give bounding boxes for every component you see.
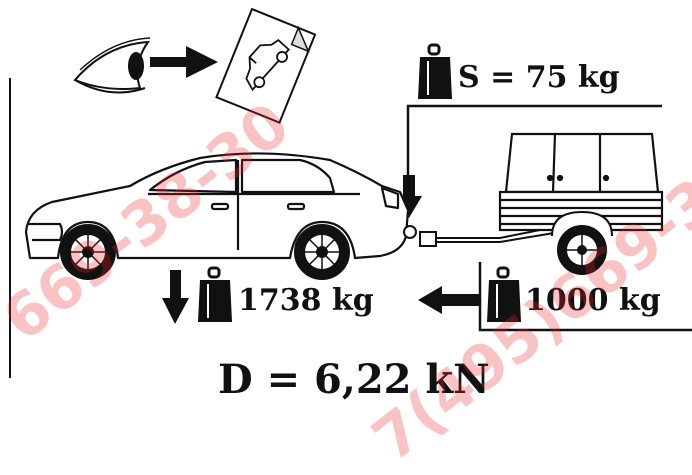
- eye-icon: [73, 37, 151, 94]
- support-load-label: S = 75 kg: [458, 60, 620, 95]
- towing-diagram: [9, 7, 692, 378]
- weight-icon: [487, 266, 521, 322]
- weight-icon: [418, 43, 452, 99]
- car-mass-label: 1738 kg: [238, 283, 374, 318]
- trailer-load-leader-line: [478, 262, 692, 332]
- arrow-left-icon: [418, 286, 480, 314]
- trailer-wheel: [551, 210, 613, 275]
- car-front-wheel: [60, 224, 116, 280]
- arrow-right-icon: [150, 46, 218, 78]
- car-illustration: [24, 152, 410, 260]
- document-car-icon: [215, 7, 317, 124]
- car-rear-wheel: [294, 224, 350, 280]
- support-load-leader-line: [406, 104, 662, 185]
- weight-icon: [198, 266, 232, 322]
- trailer-mass-label: 1000 kg: [525, 283, 661, 318]
- arrow-down-icon: [162, 270, 189, 324]
- d-value-label: D = 6,22 kN: [218, 356, 490, 403]
